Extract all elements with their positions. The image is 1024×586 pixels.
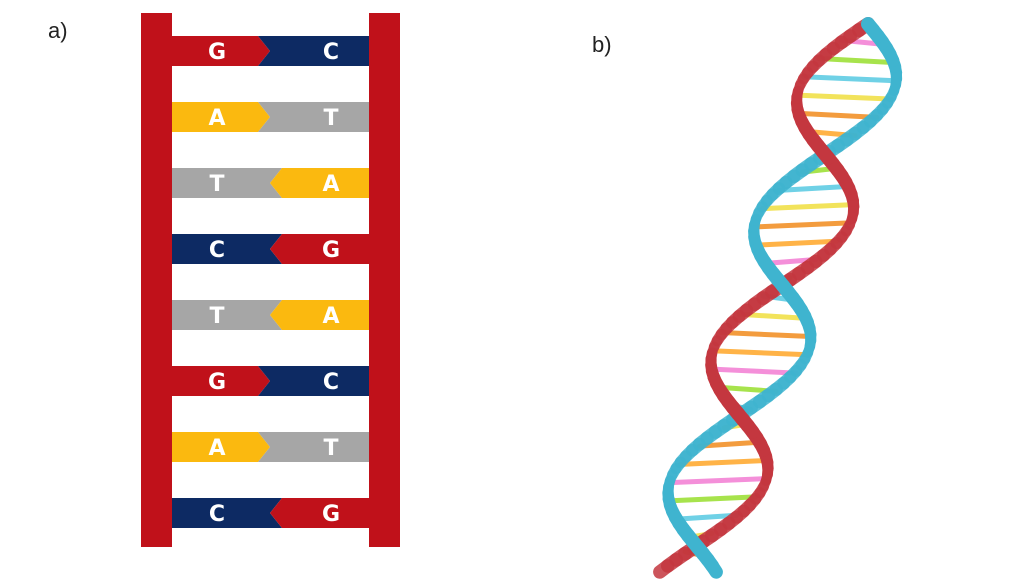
- base-pair-rung: [794, 92, 894, 102]
- panel-b-label: b): [592, 32, 612, 57]
- base-pair-rung: [709, 348, 811, 358]
- base-letter-right: C: [323, 40, 339, 65]
- base-pair-rung: [667, 476, 769, 486]
- base-letter-right: T: [323, 436, 338, 461]
- base-left-A: [172, 432, 270, 462]
- base-letter-right: A: [322, 304, 339, 329]
- base-letter-left: A: [208, 106, 225, 131]
- base-pair-rung: [672, 512, 740, 522]
- base-left-C: [172, 234, 282, 264]
- base-pair-rung: [709, 366, 799, 376]
- helix-rungs: [666, 37, 899, 559]
- base-right-T: [258, 102, 369, 132]
- base-pair-rung: [696, 439, 764, 449]
- base-right-A: [270, 300, 369, 330]
- base-letter-left: T: [209, 304, 224, 329]
- base-left-A: [172, 102, 270, 132]
- panel-a-label: a): [48, 18, 68, 43]
- base-right-G: [270, 498, 369, 528]
- strand-red-segment: [653, 559, 675, 579]
- base-letter-left: A: [208, 436, 225, 461]
- strand-red-segment: [815, 144, 836, 165]
- base-pair-rung: [776, 183, 852, 193]
- base-letter-left: C: [209, 238, 225, 263]
- base-pair-rung: [816, 56, 896, 66]
- base-right-G: [270, 234, 369, 264]
- base-letter-right: T: [323, 106, 338, 131]
- base-letter-right: G: [322, 502, 340, 527]
- base-right-T: [258, 432, 369, 462]
- base-left-T: [172, 168, 282, 198]
- helix-strands: [653, 17, 903, 579]
- base-right-C: [258, 36, 369, 66]
- base-pair-rung: [751, 220, 853, 230]
- base-letter-left: C: [209, 502, 225, 527]
- base-right-C: [258, 366, 369, 396]
- strand-blue-segment: [685, 534, 706, 555]
- base-letter-right: A: [322, 172, 339, 197]
- base-pair-rung: [678, 457, 770, 467]
- base-letter-left: T: [209, 172, 224, 197]
- base-letter-left: G: [208, 370, 226, 395]
- base-pair-rung: [666, 494, 758, 504]
- strand-blue-segment: [861, 17, 881, 38]
- base-pair-rung: [796, 110, 880, 120]
- base-letter-right: G: [322, 238, 340, 263]
- base-left-T: [172, 300, 282, 330]
- strand-blue-segment: [770, 272, 790, 293]
- base-letter-right: C: [323, 370, 339, 395]
- base-left-G: [172, 366, 270, 396]
- base-left-C: [172, 498, 282, 528]
- base-left-G: [172, 36, 270, 66]
- base-letter-left: G: [208, 40, 226, 65]
- base-pair-rung: [718, 330, 814, 340]
- strand-red-segment: [730, 406, 751, 427]
- base-pair-rung: [752, 238, 840, 248]
- base-pair-rung: [759, 202, 857, 212]
- left-backbone: [141, 13, 172, 547]
- base-pair-rung: [801, 74, 899, 84]
- right-backbone: [369, 13, 400, 547]
- base-right-A: [270, 168, 369, 198]
